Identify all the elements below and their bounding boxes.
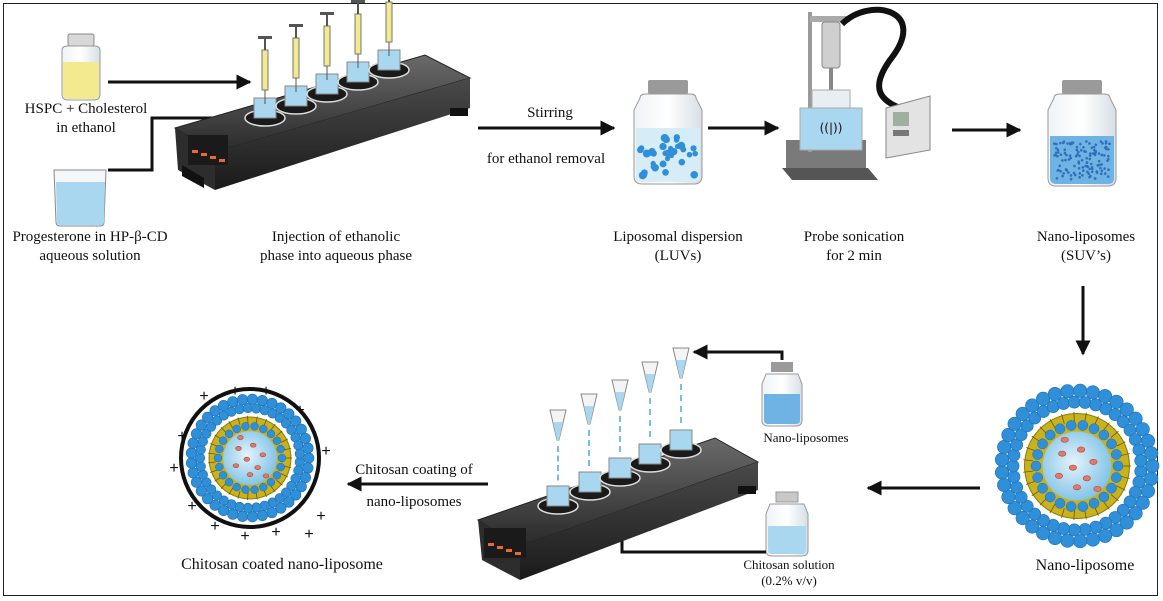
chitosan-solution-label-line1: Chitosan solution bbox=[743, 557, 835, 572]
hspc-label: HSPC + Cholesterol in ethanol bbox=[6, 100, 166, 138]
liposomal-label-line1: Liposomal dispersion bbox=[613, 229, 743, 245]
multi-stirrer-bottom bbox=[476, 437, 760, 580]
injection-label: Injection of ethanolic phase into aqueou… bbox=[236, 228, 436, 266]
chitosan-solution-vial bbox=[765, 491, 809, 557]
probe-label-line2: for 2 min bbox=[826, 248, 882, 264]
arrow-progesterone-to-stirrer bbox=[108, 110, 252, 172]
bottom-beakers-with-tips bbox=[537, 347, 702, 515]
ethanol-removal-label: for ethanol removal bbox=[486, 151, 606, 167]
nano-liposomes-vial bbox=[761, 362, 803, 427]
progesterone-label: Progesterone in HP-β-CD aqueous solution bbox=[4, 228, 176, 266]
liposomal-label-line2: (LUVs) bbox=[654, 248, 702, 264]
positive-charge: + bbox=[240, 528, 250, 545]
coating-label-line1: Chitosan coating of bbox=[355, 462, 473, 478]
svg-text:((|)): ((|)) bbox=[820, 121, 843, 135]
nano-liposomes-vial-label: Nano-liposomes bbox=[763, 430, 849, 445]
positive-charge: + bbox=[177, 428, 187, 445]
arrow-vial-to-tips bbox=[692, 344, 784, 360]
progesterone-label-line1: Progesterone in HP-β-CD bbox=[12, 229, 168, 245]
suv-label-line1: Nano-liposomes bbox=[1036, 229, 1136, 245]
positive-charge: + bbox=[316, 508, 326, 525]
hspc-ethanol-vial bbox=[61, 33, 101, 101]
positive-charge: + bbox=[169, 460, 179, 477]
suv-label: Nano-liposomes (SUV’s) bbox=[1016, 228, 1156, 266]
chitosan-coated-liposome bbox=[179, 387, 321, 529]
probe-label: Probe sonication for 2 min bbox=[784, 228, 924, 266]
positive-charge: + bbox=[199, 388, 209, 405]
chitosan-solution-label-line2: (0.2% v/v) bbox=[761, 573, 817, 588]
injection-label-line1: Injection of ethanolic bbox=[271, 229, 401, 245]
positive-charge: + bbox=[271, 524, 281, 541]
nano-liposome-label: Nano-liposome bbox=[1035, 557, 1135, 574]
nano-liposome-cross-section bbox=[994, 383, 1160, 549]
multi-stirrer-top bbox=[173, 54, 472, 190]
chitosan-solution-label: Chitosan solution (0.2% v/v) bbox=[728, 557, 850, 589]
positive-charge: + bbox=[321, 443, 331, 460]
positive-charge: + bbox=[210, 518, 220, 535]
suv-bottle bbox=[1047, 80, 1117, 187]
coated-final-label: Chitosan coated nano-liposome bbox=[181, 556, 383, 573]
progesterone-label-line2: aqueous solution bbox=[39, 248, 141, 264]
positive-charge: + bbox=[261, 383, 271, 400]
hspc-label-line2: in ethanol bbox=[56, 120, 116, 136]
top-beakers-with-syringes bbox=[244, 0, 410, 127]
probe-sonicator: ((|)) bbox=[782, 6, 931, 180]
positive-charge: + bbox=[295, 402, 305, 419]
suv-label-line2: (SUV’s) bbox=[1060, 248, 1111, 264]
stirring-label: Stirring bbox=[527, 105, 573, 121]
luv-bottle bbox=[633, 80, 703, 185]
hspc-label-line1: HSPC + Cholesterol bbox=[24, 101, 148, 117]
positive-charge: + bbox=[187, 498, 197, 515]
diagram-frame bbox=[3, 3, 1158, 596]
injection-label-line2: phase into aqueous phase bbox=[259, 248, 413, 264]
coating-label-line2: nano-liposomes bbox=[366, 494, 462, 510]
positive-charge: + bbox=[304, 526, 314, 543]
liposomal-label: Liposomal dispersion (LUVs) bbox=[598, 228, 758, 266]
probe-label-line1: Probe sonication bbox=[803, 229, 905, 245]
positive-charge: + bbox=[230, 383, 240, 400]
progesterone-beaker bbox=[53, 169, 107, 227]
